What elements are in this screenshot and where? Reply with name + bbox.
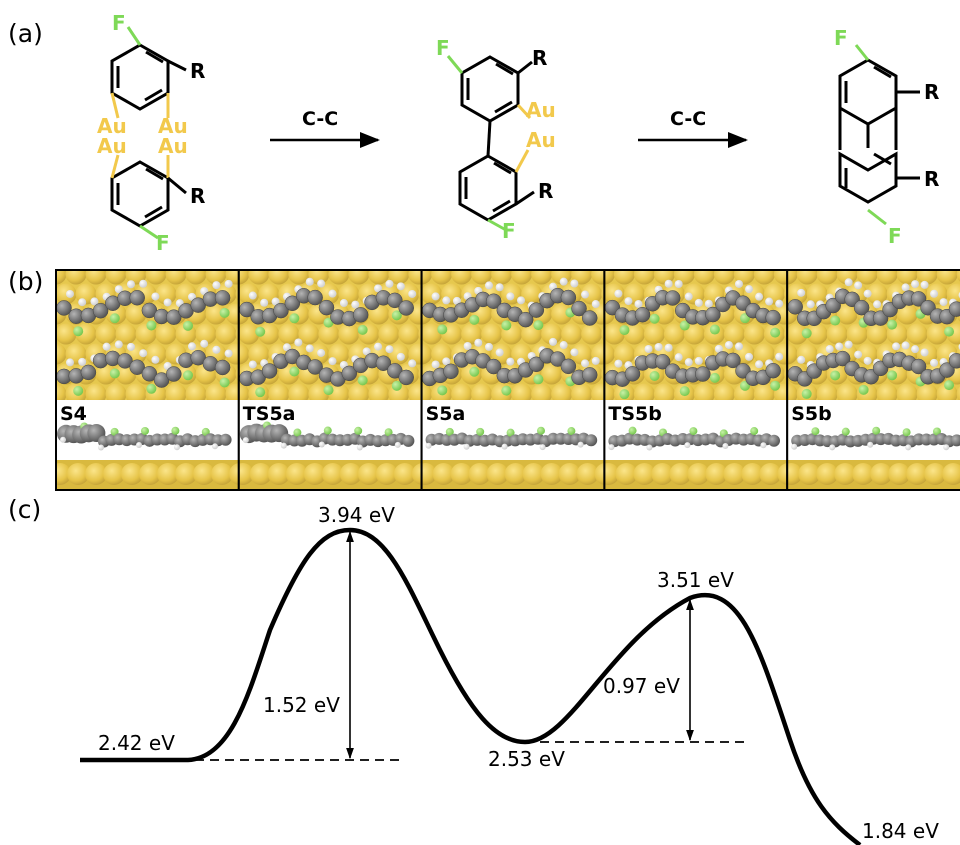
mol1-substituent-top: R bbox=[190, 59, 205, 83]
mol3-fluorine-bottom: F bbox=[888, 224, 902, 248]
snapshot-ts5b: TS5b bbox=[603, 269, 789, 491]
barrier-label-2: 0.97 eV bbox=[603, 674, 680, 698]
mol2-gold-2: Au bbox=[526, 128, 556, 152]
snapshot-label: TS5b bbox=[608, 403, 661, 425]
mol3-substituent-bottom: R bbox=[924, 167, 939, 191]
snapshot-s4: S4 bbox=[55, 269, 240, 491]
snapshot-s5a: S5a bbox=[420, 269, 606, 491]
reaction-scheme bbox=[110, 26, 920, 240]
mol1-gold-3: Au bbox=[158, 114, 188, 138]
mol2-fluorine-bottom: F bbox=[502, 219, 516, 243]
snapshot-label: S4 bbox=[60, 403, 87, 425]
mol1-gold-4: Au bbox=[158, 134, 188, 158]
snapshot-ts5a: TS5a bbox=[237, 269, 423, 491]
molecule-biphenylene-product bbox=[838, 44, 920, 226]
mol1-gold-1: Au bbox=[97, 114, 127, 138]
molecule-biaryl-intermediate bbox=[446, 55, 535, 232]
mol1-gold-2: Au bbox=[97, 134, 127, 158]
panel-a-label: (a) bbox=[8, 19, 43, 48]
energy-curve bbox=[80, 527, 862, 845]
mol1-fluorine-top: F bbox=[112, 11, 126, 35]
energy-label-s4: 2.42 eV bbox=[98, 731, 175, 755]
mol3-fluorine-top: F bbox=[834, 26, 848, 50]
energy-label-s5a: 2.53 eV bbox=[488, 747, 565, 771]
energy-label-ts5b: 3.51 eV bbox=[657, 568, 734, 592]
arrow-1-label: C-C bbox=[302, 108, 338, 130]
snapshot-s5b: S5b bbox=[786, 269, 960, 491]
energy-label-s5b: 1.84 eV bbox=[862, 819, 939, 843]
mol1-fluorine-bottom: F bbox=[156, 231, 170, 255]
mol2-fluorine-top: F bbox=[436, 36, 450, 60]
energy-label-ts5a: 3.94 eV bbox=[318, 503, 395, 527]
mol2-substituent-top: R bbox=[532, 46, 547, 70]
arrow-2-label: C-C bbox=[670, 108, 706, 130]
mol1-substituent-bottom: R bbox=[190, 184, 205, 208]
panel-c-label: (c) bbox=[8, 495, 41, 524]
panel-b-label: (b) bbox=[8, 267, 43, 296]
barrier-label-1: 1.52 eV bbox=[263, 693, 340, 717]
mol2-gold-1: Au bbox=[526, 98, 556, 122]
scheme-labels: F R Au Au Au Au R F C-C C-C F R Au Au R … bbox=[97, 11, 939, 255]
energy-profile: 2.42 eV 3.94 eV 1.52 eV 2.53 eV 3.51 eV … bbox=[80, 503, 939, 845]
mol2-substituent-bottom: R bbox=[538, 179, 553, 203]
snapshot-strip: S4 TS5a S5a TS5b S5b bbox=[55, 269, 960, 491]
mol3-substituent-top: R bbox=[924, 80, 939, 104]
snapshot-label: TS5a bbox=[243, 403, 296, 425]
snapshot-label: S5b bbox=[791, 403, 832, 425]
snapshot-label: S5a bbox=[426, 403, 466, 425]
molecule-organometallic-dimer bbox=[110, 26, 187, 240]
